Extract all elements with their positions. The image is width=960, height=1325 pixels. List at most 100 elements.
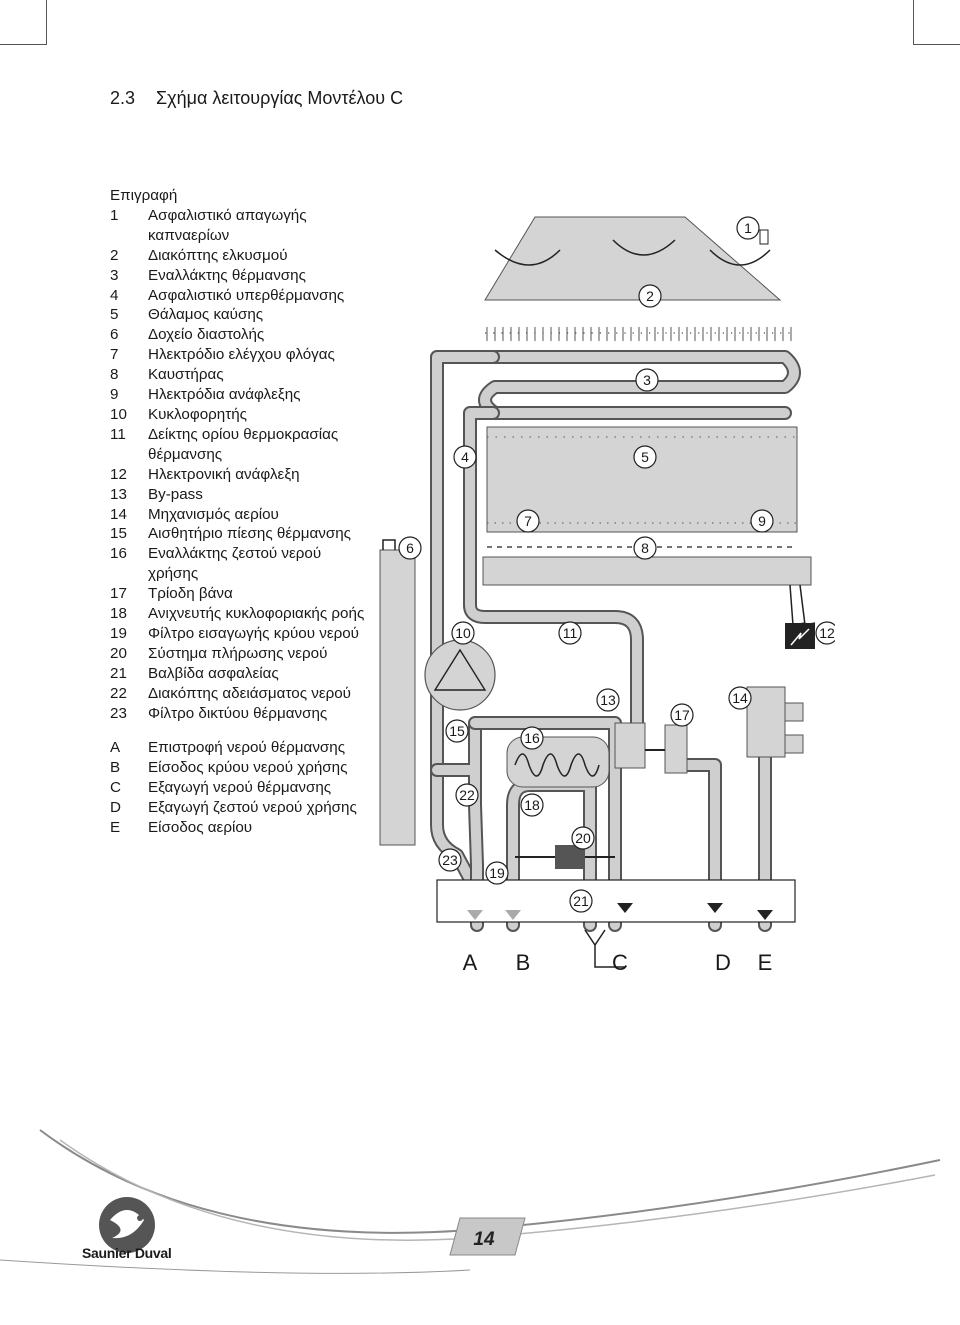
svg-text:5: 5 xyxy=(641,449,649,465)
callout-15: 15 xyxy=(445,719,469,743)
legend-text: Καυστήρας xyxy=(148,366,224,384)
circulation-pump xyxy=(424,639,496,711)
legend-text: Διακόπτης ελκυσμού xyxy=(148,246,288,264)
legend-item: 14 Μηχανισμός αερίου xyxy=(110,505,375,525)
combustion-chamber xyxy=(486,426,798,533)
legend-key: 8 xyxy=(110,366,119,384)
legend-item: 2 Διακόπτης ελκυσμού xyxy=(110,246,375,266)
legend-key: A xyxy=(110,739,121,757)
legend-text: Δοχείο διαστολής xyxy=(148,326,265,344)
page-number: 14 xyxy=(473,1229,495,1250)
callout-7: 7 xyxy=(516,509,540,533)
callout-17: 17 xyxy=(670,703,694,727)
crop-mark-top-left xyxy=(0,0,47,45)
legend-key: C xyxy=(110,779,121,797)
burner xyxy=(482,546,812,586)
legend-item: 16 Εναλλάκτης ζεστού νερού χρήσης xyxy=(110,544,375,584)
callout-23: 23 xyxy=(438,848,462,872)
callout-19: 19 xyxy=(485,861,509,885)
port-D: D xyxy=(715,950,731,975)
svg-text:14: 14 xyxy=(732,690,748,706)
callout-2: 2 xyxy=(638,284,662,308)
legend-key: 14 xyxy=(110,505,127,523)
legend-item: 9 Ηλεκτρόδια ανάφλεξης xyxy=(110,385,375,405)
legend-key: 17 xyxy=(110,585,127,603)
legend-text: Επιστροφή νερού θέρμανσης xyxy=(148,739,346,757)
callout-5: 5 xyxy=(633,445,657,469)
legend-text: Εναλλάκτης ζεστού νερού χρήσης xyxy=(148,545,322,583)
legend-key: 3 xyxy=(110,266,119,284)
legend-text: Διακόπτης αδειάσματος νερού xyxy=(148,684,351,702)
callout-1: 1 xyxy=(736,216,760,240)
callout-13: 13 xyxy=(596,688,620,712)
svg-text:15: 15 xyxy=(449,723,465,739)
legend-text: Είσοδος κρύου νερού χρήσης xyxy=(148,759,348,777)
brand-name: Saunier Duval xyxy=(82,1245,172,1261)
svg-text:10: 10 xyxy=(455,625,471,641)
svg-text:12: 12 xyxy=(819,625,835,641)
callout-11: 11 xyxy=(558,621,582,645)
legend-text: Εναλλάκτης θέρμανσης xyxy=(148,266,306,284)
svg-text:1: 1 xyxy=(744,220,752,236)
svg-text:8: 8 xyxy=(641,540,649,556)
legend-key: 16 xyxy=(110,545,127,563)
callout-14: 14 xyxy=(728,686,752,710)
legend-item: 3 Εναλλάκτης θέρμανσης xyxy=(110,266,375,286)
legend-key: 7 xyxy=(110,346,119,364)
ignition-unit xyxy=(785,623,815,649)
svg-text:20: 20 xyxy=(575,830,591,846)
expansion-tank xyxy=(379,539,416,846)
callout-8: 8 xyxy=(633,536,657,560)
legend-text: Τρίοδη βάνα xyxy=(148,585,233,603)
legend-key: 20 xyxy=(110,644,127,662)
legend-text: Ηλεκτρόδιο ελέγχου φλόγας xyxy=(148,346,335,364)
svg-text:23: 23 xyxy=(442,852,458,868)
legend-key: 2 xyxy=(110,246,119,264)
legend-item: 8 Καυστήρας xyxy=(110,365,375,385)
legend-key: 12 xyxy=(110,465,127,483)
legend-text: Μηχανισμός αερίου xyxy=(148,505,279,523)
legend-text: Δείκτης ορίου θερμοκρασίας θέρμανσης xyxy=(148,425,339,463)
legend-item: 19 Φίλτρο εισαγωγής κρύου νερού xyxy=(110,624,375,644)
port-A: A xyxy=(463,950,478,975)
port-B: B xyxy=(516,950,531,975)
legend-text: Κυκλοφορητής xyxy=(148,405,247,423)
callout-21: 21 xyxy=(569,889,593,913)
legend-key: 22 xyxy=(110,684,127,702)
port-E: E xyxy=(758,950,773,975)
legend-text: Ηλεκτρόδια ανάφλεξης xyxy=(148,386,301,404)
legend-key: 23 xyxy=(110,704,127,722)
legend-key: 19 xyxy=(110,624,127,642)
legend-text: Αισθητήριο πίεσης θέρμανσης xyxy=(148,525,351,543)
legend-text: Εξαγωγή νερού θέρμανσης xyxy=(148,779,332,797)
three-way-valve xyxy=(614,722,688,774)
section-title: Σχήμα λειτουργίας Μοντέλου C xyxy=(156,88,404,108)
svg-text:7: 7 xyxy=(524,513,532,529)
svg-text:2: 2 xyxy=(646,288,654,304)
legend-text: Φίλτρο εισαγωγής κρύου νερού xyxy=(148,624,359,642)
svg-text:16: 16 xyxy=(524,730,540,746)
legend-key: D xyxy=(110,799,121,817)
callout-18: 18 xyxy=(520,793,544,817)
svg-text:17: 17 xyxy=(674,707,690,723)
boiler-diagram: .pipe { fill: none; stroke: #555; stroke… xyxy=(379,216,835,975)
svg-text:4: 4 xyxy=(461,449,469,465)
callout-16: 16 xyxy=(520,726,544,750)
legend-key: 15 xyxy=(110,525,127,543)
svg-text:19: 19 xyxy=(489,865,505,881)
filling-system xyxy=(515,845,615,869)
callout-4: 4 xyxy=(453,445,477,469)
legend-key: 9 xyxy=(110,386,119,404)
